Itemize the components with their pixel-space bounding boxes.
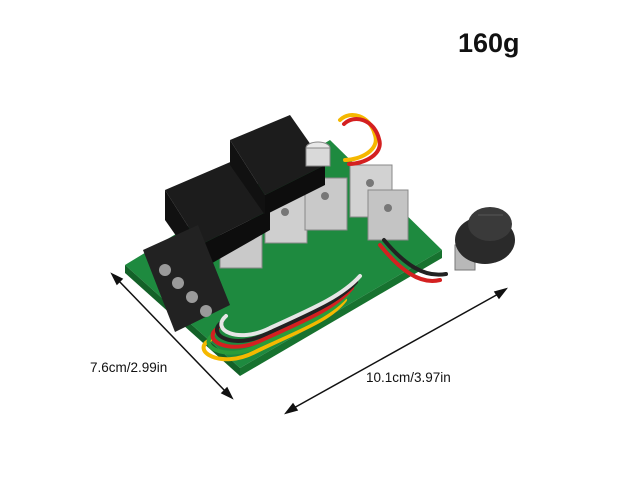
length-dimension-label: 10.1cm/3.97in: [366, 370, 451, 385]
relay-2: [230, 115, 325, 215]
weight-label: 160g: [458, 28, 520, 58]
capacitor: [305, 141, 331, 167]
terminal-block: [143, 225, 230, 332]
wire-harness: [201, 113, 448, 362]
potentiometer-knob: [454, 207, 515, 271]
width-dimension-arrow: [110, 272, 234, 400]
length-dimension-arrow: [284, 287, 508, 415]
width-dimension-label: 7.6cm/2.99in: [90, 360, 168, 375]
